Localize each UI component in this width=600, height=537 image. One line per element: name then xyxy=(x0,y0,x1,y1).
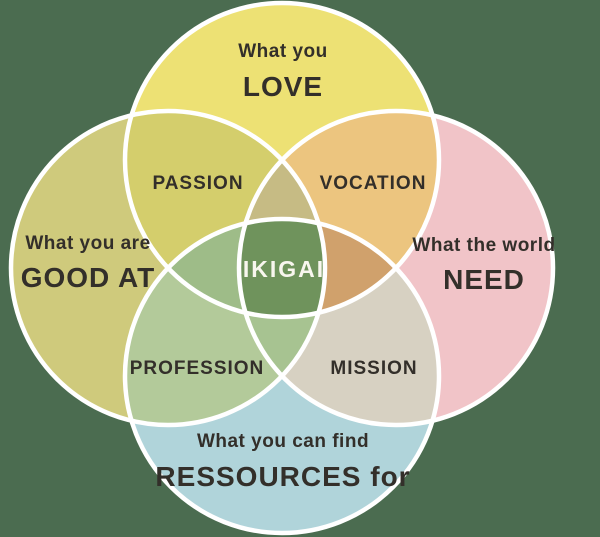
resources-label-line2: RESSOURCES for xyxy=(155,461,410,492)
profession-label: PROFESSION xyxy=(130,358,265,379)
mission-label: MISSION xyxy=(330,358,417,379)
love-label-line1: What you xyxy=(238,41,328,62)
vocation-label: VOCATION xyxy=(320,173,427,194)
love-circle-outline xyxy=(122,0,442,320)
ikigai-label: IKIGAI xyxy=(243,256,325,282)
good-at-circle-outline xyxy=(8,108,328,428)
good-at-label-line1: What you are xyxy=(25,233,150,254)
resources-label-line1: What you can find xyxy=(197,431,369,452)
good-at-label-line2: GOOD AT xyxy=(21,262,156,293)
need-label-line2: NEED xyxy=(443,264,525,295)
need-circle-outline xyxy=(236,108,556,428)
need-label-line1: What the world xyxy=(412,235,555,256)
passion-label: PASSION xyxy=(152,173,243,194)
resources-circle-outline xyxy=(122,216,442,536)
love-label-line2: LOVE xyxy=(243,71,323,102)
